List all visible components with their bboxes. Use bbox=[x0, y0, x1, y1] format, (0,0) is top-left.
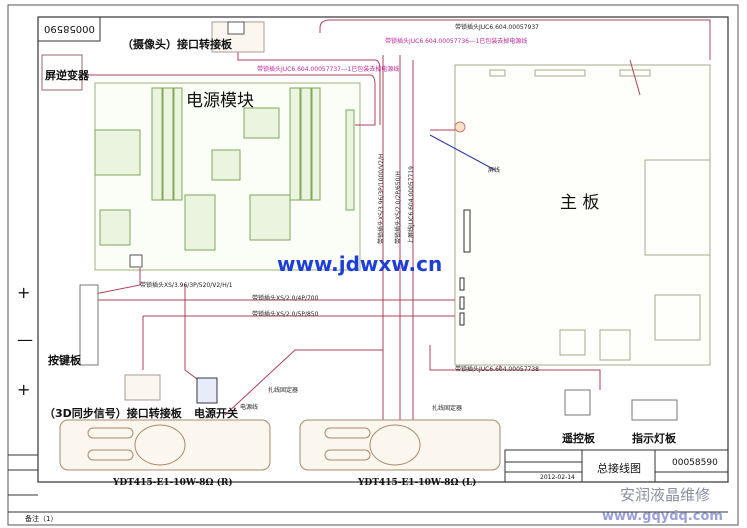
wire-label-remote: 带锁插头JUC6.604.00057738 bbox=[455, 366, 539, 373]
brand-url: www.gqydq.com bbox=[602, 509, 723, 524]
site-watermark: www.jdwxw.cn bbox=[277, 252, 443, 276]
side-mark-1: + bbox=[17, 283, 31, 302]
inverter-box bbox=[41, 54, 83, 91]
wire-label-v1: 带锁插头XS/3.96/3P/1000/V2/H bbox=[378, 153, 385, 244]
drawing-name: 总接线图 bbox=[597, 462, 641, 475]
drawing-date: 2012-02-14 bbox=[540, 474, 575, 481]
key-board-strip bbox=[79, 284, 99, 366]
main-board bbox=[454, 64, 711, 366]
wire-label-xs5p: 带锁插头XS/2.0/5P/850 bbox=[252, 311, 319, 318]
wire-label-clip1: 扎线固定器 bbox=[268, 387, 299, 394]
wire-label-magenta2: 带锁插头JUC6.604.00057737---1已包装去掉电源线 bbox=[257, 66, 400, 73]
wire-label-top: 带锁插头JUC6.604.00057937 bbox=[455, 24, 539, 31]
drawing-code: 00058590 bbox=[672, 458, 718, 468]
power-switch-label: 电源开关 bbox=[194, 407, 238, 420]
speaker-right-label: YDT415-E1-10W-8Ω (R) bbox=[113, 478, 233, 488]
side-mark-3: + bbox=[17, 380, 31, 399]
key-board-label: 按键板 bbox=[48, 354, 81, 367]
wire-label-v2: 带锁插头XS/2.0/2P/650/H bbox=[395, 171, 402, 244]
speaker-left-label: YDT415-E1-10W-8Ω (L) bbox=[358, 478, 477, 488]
speaker-left bbox=[299, 419, 501, 471]
outer-frame bbox=[7, 4, 739, 526]
speaker-right bbox=[59, 419, 271, 471]
wire-label-magenta1: 带锁插头JUC6.604.00057736---1已包装去掉电源线 bbox=[385, 38, 528, 45]
footer-note: 备注（1） bbox=[25, 515, 58, 523]
inner-frame bbox=[37, 16, 729, 483]
brand-name: 安润液晶维修 bbox=[620, 486, 711, 504]
power-module-label: 电源模块 bbox=[186, 91, 254, 111]
side-mark-2: — bbox=[17, 330, 33, 349]
wire-label-power: 电源线 bbox=[240, 404, 259, 411]
remote-board-label: 遥控板 bbox=[562, 432, 595, 445]
wire-label-v3: 上屏线JUC6.604.00057719 bbox=[408, 166, 415, 244]
wire-label-xs4p: 带锁插头XS/2.0/4P/700 bbox=[252, 295, 319, 302]
main-board-label: 主 板 bbox=[560, 193, 600, 213]
wire-label-xs396: 带锁插头XS/3.96/3P/520/V2/H/1 bbox=[140, 282, 233, 289]
inverter-label: 屏逆变器 bbox=[45, 69, 89, 82]
code-box bbox=[37, 16, 101, 42]
sync-adapter-label: （3D同步信号）接口转接板 bbox=[44, 407, 182, 420]
indicator-board-label: 指示灯板 bbox=[632, 432, 676, 445]
wire-label-clip2: 扎线固定器 bbox=[432, 405, 463, 412]
drawing-code-mirrored: 00058590 bbox=[44, 23, 95, 34]
wire-label-screen: 屏线 bbox=[488, 167, 501, 174]
camera-adapter-label: （摄像头）接口转接板 bbox=[122, 38, 232, 51]
